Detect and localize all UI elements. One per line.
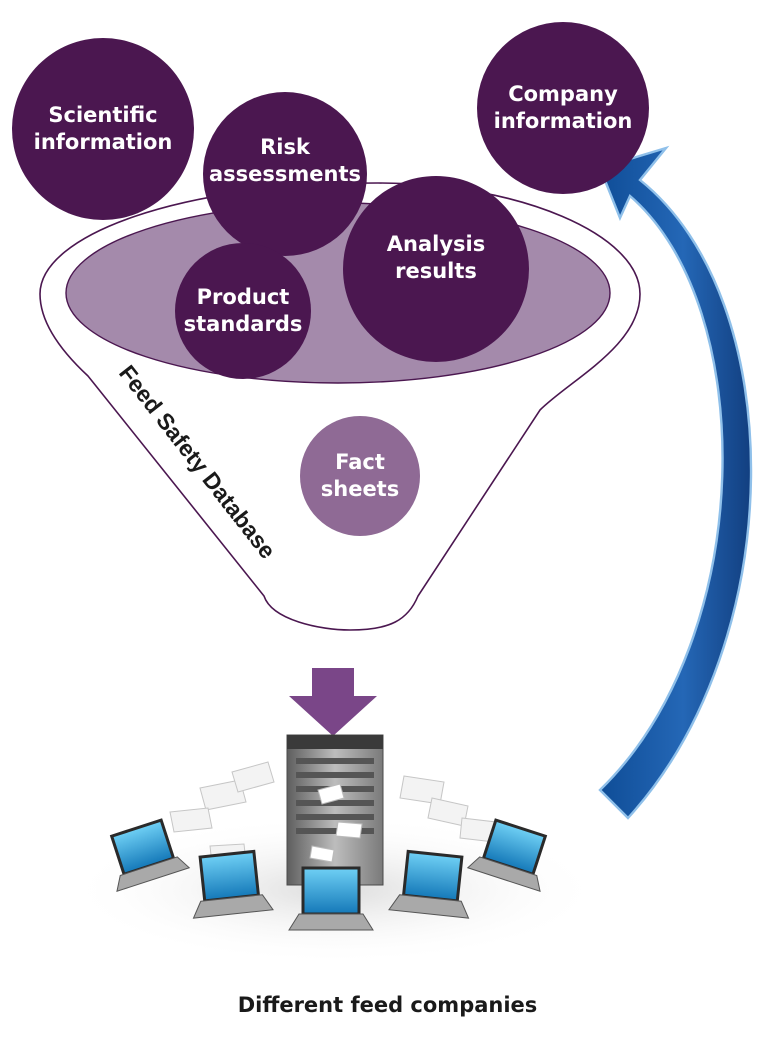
company-information-label: Company information	[493, 82, 633, 133]
fact-sheets-label: Fact sheets	[320, 450, 400, 501]
laptop-icon	[109, 818, 548, 931]
analysis-results-bubble: Analysis results	[343, 176, 529, 362]
blue-curved-arrow	[598, 145, 753, 820]
product-standards-label: Product standards	[183, 285, 303, 336]
server-icon	[286, 734, 384, 886]
scientific-information-label: Scientific information	[33, 103, 173, 154]
scientific-information-bubble: Scientific information	[12, 38, 194, 220]
network-illustration	[65, 734, 605, 965]
risk-assessments-label: Risk assessments	[208, 135, 362, 186]
risk-assessments-bubble: Risk assessments	[203, 92, 367, 256]
company-information-bubble: Company information	[477, 22, 649, 194]
product-standards-bubble: Product standards	[175, 243, 311, 379]
down-arrow	[289, 668, 377, 736]
analysis-results-label: Analysis results	[386, 232, 486, 283]
caption: Different feed companies	[237, 993, 538, 1017]
fact-sheets-bubble: Fact sheets	[300, 416, 420, 536]
